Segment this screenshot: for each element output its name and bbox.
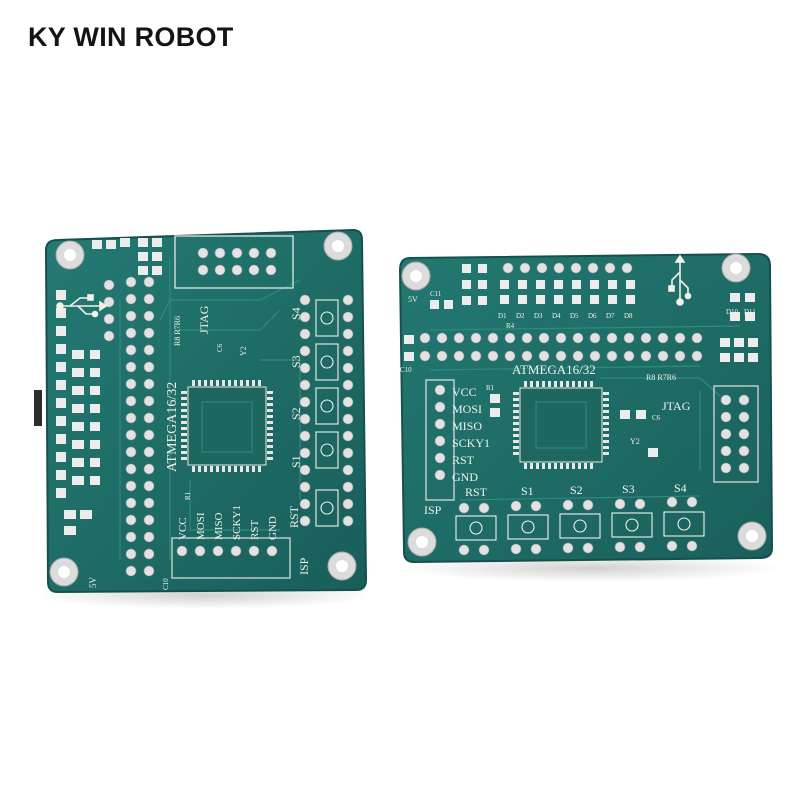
left-button-s3-label: S3 — [289, 355, 303, 368]
left-mcu-footprint — [181, 380, 273, 472]
right-isp-pin-gnd: GND — [452, 470, 478, 484]
left-r1-label: R1 — [184, 491, 192, 500]
right-led-d7: D7 — [606, 312, 615, 320]
left-isp-pin-mosi: MOSI — [195, 512, 207, 540]
left-jtag-label: JTAG — [197, 305, 211, 334]
right-button-s1-label: S1 — [521, 484, 534, 498]
right-button-rst-label: RST — [465, 485, 488, 499]
right-y2-label: Y2 — [630, 437, 640, 446]
left-isp-pin-rst: RST — [249, 520, 261, 540]
left-button-s1-label: S1 — [289, 455, 303, 468]
left-chip-label: ATMEGA16/32 — [165, 382, 180, 472]
right-led-d4: D4 — [552, 312, 561, 320]
left-usb-icon — [56, 294, 108, 318]
right-resistor-label: R8 R7R6 — [646, 373, 676, 382]
right-isp-pin-mosi: MOSI — [452, 402, 482, 416]
left-jtag-outline — [174, 235, 294, 289]
right-crystal-pads — [490, 394, 658, 457]
right-c6-label: C6 — [652, 414, 661, 422]
right-led-d6: D6 — [588, 312, 597, 320]
left-isp-pin-vcc: VCC — [177, 517, 189, 540]
right-jtag-outline — [713, 385, 759, 483]
right-d10-label: D10 — [726, 308, 739, 316]
right-mounting-holes — [401, 253, 767, 557]
right-button-s3-label: S3 — [622, 482, 635, 496]
left-traces — [119, 260, 301, 560]
left-isp-pin-gnd: GND — [267, 516, 279, 540]
right-d11-label: D11 — [744, 308, 756, 316]
right-led-d5: D5 — [570, 312, 579, 320]
left-c10-label: C10 — [162, 578, 170, 590]
right-button-outlines — [455, 511, 705, 541]
left-button-outlines — [315, 299, 339, 527]
right-button-s4-label: S4 — [674, 481, 687, 495]
left-button-s2-label: S2 — [289, 407, 303, 420]
right-c11-label: C11 — [430, 290, 442, 298]
left-isp-label: ISP — [297, 557, 311, 575]
right-button-s2-label: S2 — [570, 483, 583, 497]
right-power-label: 5V — [408, 295, 418, 304]
left-isp-outline — [171, 537, 291, 579]
left-pcb-board: ATMEGA16/32 JTAG R8 R7R6 S4 S3 S2 S1 RST… — [34, 228, 375, 609]
left-pin-headers — [103, 276, 354, 577]
right-pcb-board: ATMEGA16/32 JTAG ISP R8 R7R6 RST S1 S2 S… — [398, 252, 780, 582]
right-led-d1: D1 — [498, 312, 507, 320]
left-power-label: 5V — [88, 577, 98, 589]
left-resistor-label: R8 R7R6 — [173, 316, 182, 346]
right-isp-pin-miso: MISO — [452, 419, 482, 433]
left-mounting-holes — [49, 231, 357, 587]
left-isp-pin-miso: MISO — [213, 512, 225, 540]
right-led-d8: D8 — [624, 312, 633, 320]
right-jtag-label: JTAG — [662, 399, 691, 413]
right-led-d3: D3 — [534, 312, 543, 320]
right-led-d2: D2 — [516, 312, 525, 320]
right-usb-icon — [668, 254, 692, 306]
right-r4-label: R4 — [506, 322, 515, 330]
left-button-s4-label: S4 — [289, 307, 303, 320]
left-y2-label: Y2 — [239, 346, 248, 356]
left-board-edge-connector — [34, 390, 42, 426]
left-isp-pin-sck: SCKY1 — [231, 505, 243, 540]
right-c10-label: C10 — [400, 366, 412, 374]
right-mcu-footprint — [513, 381, 609, 469]
right-isp-pin-vcc: VCC — [452, 385, 477, 399]
left-smd-pads — [56, 238, 162, 535]
right-isp-label: ISP — [424, 503, 442, 517]
right-isp-pin-sck: SCKY1 — [452, 436, 490, 450]
right-pin-headers — [419, 262, 750, 556]
left-c6-label: C6 — [216, 343, 224, 352]
right-chip-label: ATMEGA16/32 — [512, 362, 596, 377]
right-traces — [429, 325, 741, 501]
right-led-pads — [404, 264, 758, 362]
brand-logo-text: KY WIN ROBOT — [28, 22, 234, 52]
right-isp-pin-rst: RST — [452, 453, 475, 467]
right-isp-outline — [425, 379, 455, 501]
left-button-rst-label: RST — [287, 505, 301, 528]
left-jtag-pads — [197, 247, 277, 276]
right-r1-label: R1 — [486, 384, 495, 392]
